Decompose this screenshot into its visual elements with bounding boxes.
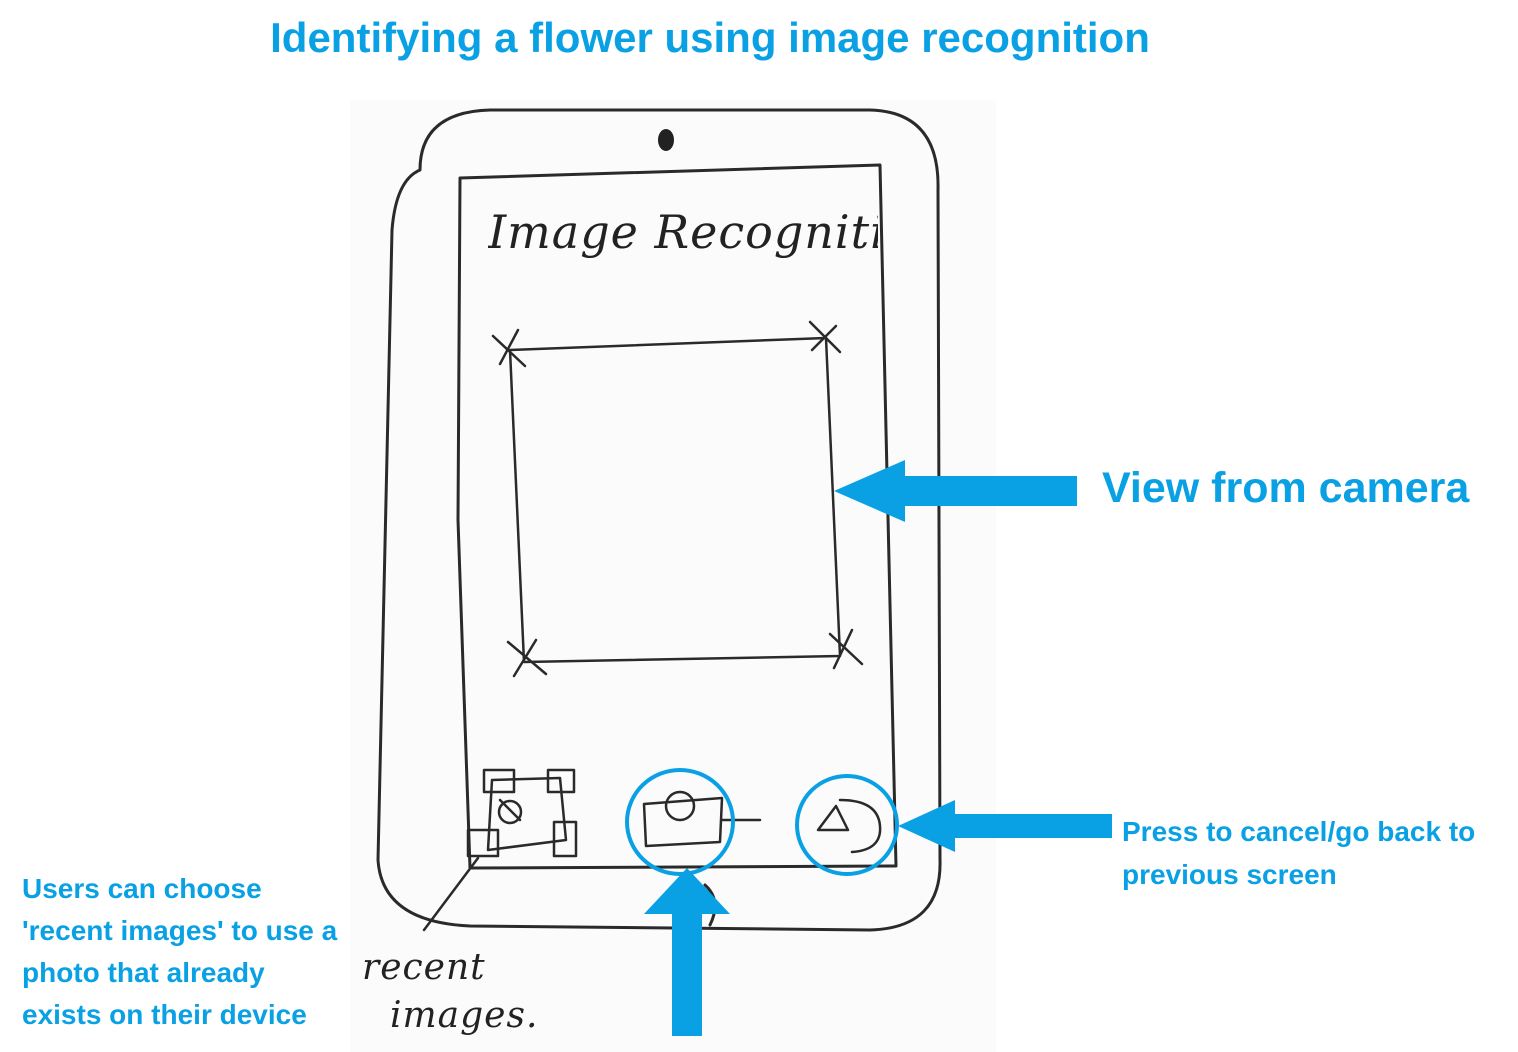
corner-cross bbox=[828, 628, 864, 670]
phone-outline bbox=[376, 108, 942, 932]
arrow-capture bbox=[644, 868, 730, 1036]
capture-highlight bbox=[625, 768, 735, 876]
page-title: Identifying a flower using image recogni… bbox=[270, 14, 1150, 61]
back-highlight bbox=[795, 774, 899, 876]
phone-screen bbox=[456, 163, 898, 870]
camera-icon bbox=[642, 790, 762, 848]
annotation-recent-line-3: photo that already bbox=[22, 957, 265, 988]
annotation-recent-line-4: exists on their device bbox=[22, 999, 307, 1030]
arrow-cancel bbox=[898, 800, 1112, 852]
corner-cross bbox=[506, 638, 548, 678]
sketch-recent-label: recent images. bbox=[362, 944, 538, 1040]
front-camera-icon bbox=[658, 129, 674, 151]
sketch-screen-title: Image Recognition bbox=[488, 205, 878, 259]
sketch-recent-line-2: images. bbox=[390, 995, 539, 1036]
annotation-recent-images: Users can choose 'recent images' to use … bbox=[22, 868, 337, 1036]
annotation-cancel-line-2: previous screen bbox=[1122, 859, 1337, 890]
annotation-recent-line-2: 'recent images' to use a bbox=[22, 915, 338, 946]
image-gallery-icon bbox=[422, 768, 578, 932]
annotation-view-from-camera: View from camera bbox=[1102, 464, 1470, 512]
camera-viewfinder bbox=[508, 336, 842, 664]
corner-cross bbox=[808, 320, 842, 354]
back-arrow-icon bbox=[816, 798, 882, 854]
annotation-cancel: Press to cancel/go back to previous scre… bbox=[1122, 810, 1475, 896]
sketch-recent-line-1: recent bbox=[362, 947, 486, 988]
arrow-view-from-camera bbox=[834, 460, 1077, 522]
annotation-recent-line-1: Users can choose bbox=[22, 873, 262, 904]
annotation-cancel-line-1: Press to cancel/go back to bbox=[1122, 816, 1476, 847]
corner-cross bbox=[491, 328, 527, 368]
